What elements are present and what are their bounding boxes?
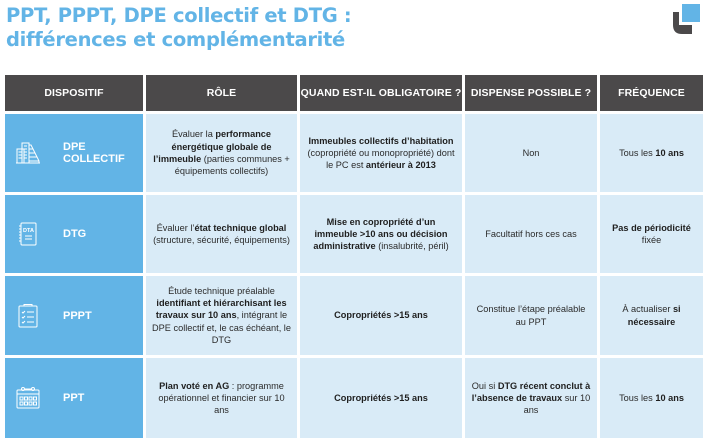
header-dispense: DISPENSE POSSIBLE ? (465, 75, 597, 111)
cell-text: Tous les 10 ans (619, 392, 684, 403)
cell-text: Plan voté en AG : programme opérationnel… (158, 380, 285, 416)
frequence-cell: À actualiser si nécessaire (600, 276, 703, 355)
building-icon (16, 142, 40, 164)
obligatoire-cell: Copropriétés >15 ans (300, 276, 462, 355)
obligatoire-cell: Immeubles collectifs d’habitation (copro… (300, 114, 462, 192)
cell-text: Constitue l’étape préalable au PPT (476, 304, 586, 327)
frequence-cell: Tous les 10 ans (600, 358, 703, 438)
cell-text: À actualiser si nécessaire (622, 304, 681, 327)
dispositif-pppt: PPPT (5, 276, 143, 355)
cell-text: Évaluer la performance énergétique globa… (153, 129, 290, 177)
dispense-cell: Non (465, 114, 597, 192)
dispositif-label: PPPT (63, 309, 92, 322)
dta-document-icon: DTA (19, 222, 37, 246)
cell-text: Immeubles collectifs d’habitation (copro… (307, 135, 455, 171)
dispositif-dtg: DTA DTG (5, 195, 143, 273)
obligatoire-cell: Copropriétés >15 ans (300, 358, 462, 438)
cell-text: Oui si DTG récent conclut à l’absence de… (471, 380, 591, 416)
title-line-1: PPT, PPPT, DPE collectif et DTG : (6, 4, 352, 27)
dispense-cell: Facultatif hors ces cas (465, 195, 597, 273)
header-obligatoire: QUAND EST-IL OBLIGATOIRE ? (300, 75, 462, 111)
cell-text: Facultatif hors ces cas (485, 228, 577, 239)
cell-text: Copropriétés >15 ans (334, 392, 428, 403)
dispositif-label: DTG (63, 228, 87, 240)
cell-text: Copropriétés >15 ans (334, 310, 428, 321)
brand-logo-icon (673, 4, 700, 34)
role-cell: Évaluer l’état technique global (structu… (146, 195, 297, 273)
dispositif-label: PPT (63, 392, 85, 404)
cell-text: Non (522, 147, 540, 158)
page-title: PPT, PPPT, DPE collectif et DTG : différ… (6, 4, 352, 52)
dispense-cell: Constitue l’étape préalable au PPT (465, 276, 597, 355)
role-cell: Plan voté en AG : programme opérationnel… (146, 358, 297, 438)
cell-text: Tous les 10 ans (619, 147, 684, 158)
dispositif-dpe-collectif: DPE COLLECTIF (5, 114, 143, 192)
title-line-2: différences et complémentarité (6, 28, 345, 51)
dispense-cell: Oui si DTG récent conclut à l’absence de… (465, 358, 597, 438)
frequence-cell: Tous les 10 ans (600, 114, 703, 192)
cell-text: Évaluer l’état technique global (structu… (153, 222, 290, 245)
cell-text: Mise en copropriété d’un immeuble >10 an… (313, 216, 449, 252)
dispositif-label: DPE COLLECTIF (63, 141, 125, 165)
header-dispositif: DISPOSITIF (5, 75, 143, 111)
header-role: RÔLE (146, 75, 297, 111)
header-frequence: FRÉQUENCE (600, 75, 703, 111)
checklist-icon (18, 303, 38, 327)
dispositif-ppt: PPT (5, 358, 143, 438)
cell-text: Étude technique préalable identifiant et… (152, 285, 291, 345)
dta-icon-text: DTA (23, 228, 34, 234)
cell-text: Pas de périodicité fixée (612, 222, 691, 245)
comparison-table: DISPOSITIF RÔLE QUAND EST-IL OBLIGATOIRE… (5, 75, 703, 438)
role-cell: Évaluer la performance énergétique globa… (146, 114, 297, 192)
obligatoire-cell: Mise en copropriété d’un immeuble >10 an… (300, 195, 462, 273)
calendar-icon (16, 387, 40, 409)
role-cell: Étude technique préalable identifiant et… (146, 276, 297, 355)
frequence-cell: Pas de périodicité fixée (600, 195, 703, 273)
